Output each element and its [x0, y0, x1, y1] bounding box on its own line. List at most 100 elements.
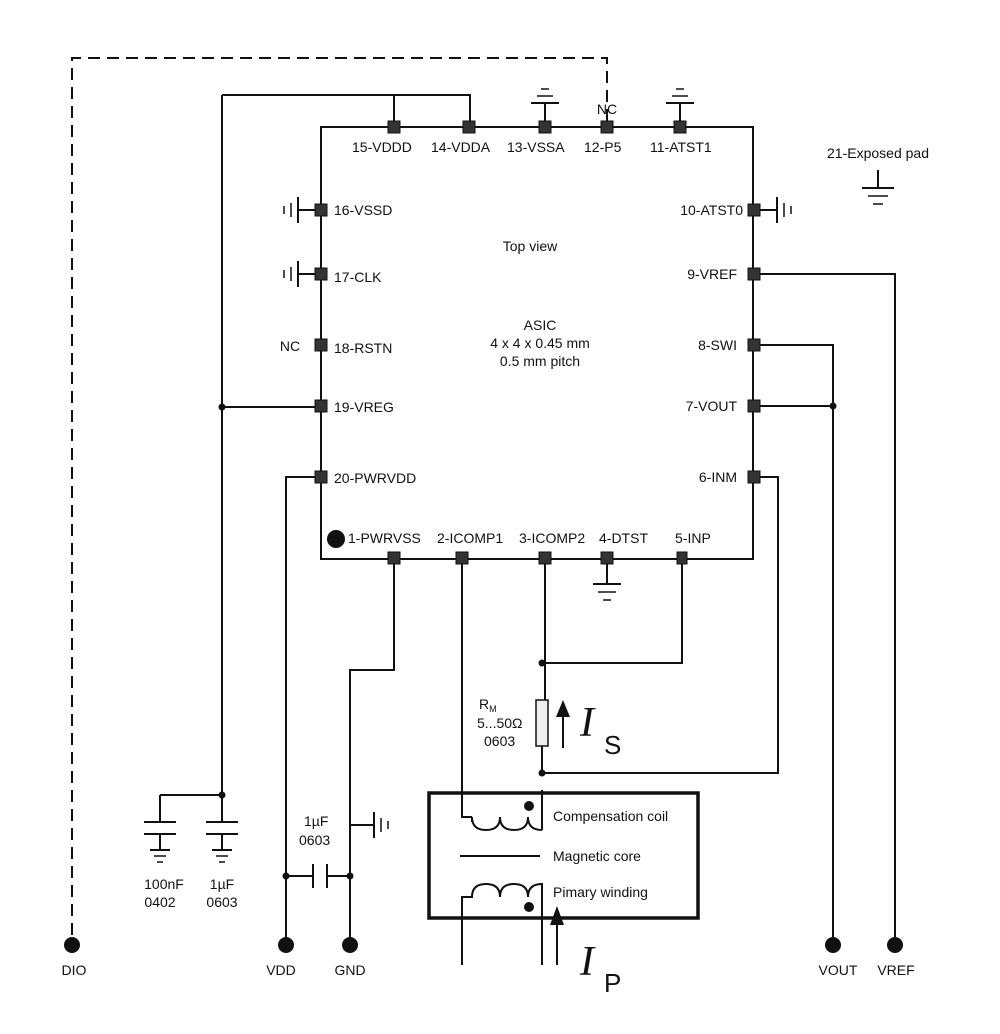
terminal-vdd [278, 937, 294, 953]
junction-gnd [346, 872, 354, 880]
pin-8-label: 8-SWI [698, 337, 737, 353]
pin-18-label: 18-RSTN [334, 340, 392, 356]
pwrvss-wire [349, 564, 395, 945]
comp-coil-label: Compensation coil [553, 808, 668, 824]
primary-label: Pimary winding [553, 884, 648, 900]
cap2-value: 1µF [210, 876, 234, 892]
rm-value: 5...50Ω [477, 715, 523, 731]
rm-package: 0603 [484, 733, 515, 749]
ground-icon-gnd-line [350, 812, 389, 838]
asic-pitch: 0.5 mm pitch [500, 353, 580, 369]
top-view-label: Top view [503, 238, 558, 254]
is-subscript: S [604, 730, 621, 760]
pad-11 [673, 120, 687, 134]
ground-icon-dtst [593, 564, 621, 601]
vref-wire [760, 273, 896, 945]
pad-6 [747, 470, 761, 484]
pin-3-label: 3-ICOMP2 [519, 530, 585, 546]
is-arrow-icon [556, 700, 570, 748]
cap2-symbol [206, 821, 238, 863]
junction-inp [538, 659, 546, 667]
pin-13-label: 13-VSSA [507, 139, 565, 155]
cap1-symbol [144, 821, 176, 863]
comp-coil-dot [524, 801, 534, 811]
pwrvdd-wire [285, 476, 315, 945]
terminal-gnd-label: GND [334, 962, 365, 978]
pin-5-label: 5-INP [675, 530, 711, 546]
inp-wire [542, 564, 683, 664]
cap3-package: 0603 [299, 832, 330, 848]
pad-5 [676, 551, 688, 565]
pin-1-label: 1-PWRVSS [348, 530, 421, 546]
pin-17-label: 17-CLK [334, 269, 382, 285]
nc-label-left: NC [280, 338, 300, 354]
asic-size: 4 x 4 x 0.45 mm [490, 335, 590, 351]
cap2-package: 0603 [206, 894, 237, 910]
ground-icon-vssa [531, 88, 559, 121]
rm-label: RM [479, 696, 497, 714]
pin-19-label: 19-VREG [334, 399, 394, 415]
terminal-vref-label: VREF [877, 962, 914, 978]
exposed-pad-label: 21-Exposed pad [827, 145, 929, 161]
pad-9 [747, 267, 761, 281]
ip-arrow-icon [550, 906, 564, 965]
vdd-rail-top [222, 94, 471, 121]
pin-6-label: 6-INM [699, 469, 737, 485]
pad-19 [314, 399, 328, 413]
ground-icon-vssd [283, 197, 315, 223]
ground-icon-clk [283, 261, 315, 287]
swi-wire [760, 344, 834, 945]
pin-20-label: 20-PWRVDD [334, 470, 416, 486]
cap3-value: 1µF [304, 813, 328, 829]
junction-vdd [282, 872, 290, 880]
pin-15-label: 15-VDDD [352, 139, 412, 155]
comp-coil-lower [471, 817, 529, 822]
icomp1-wire [461, 564, 472, 818]
pad-16 [314, 203, 328, 217]
pin-9-label: 9-VREF [687, 266, 737, 282]
pad-20 [314, 470, 328, 484]
pad-12 [600, 120, 614, 134]
dio-dashed-wire [71, 57, 608, 945]
ip-symbol: I [579, 939, 596, 985]
pin-4-label: 4-DTST [599, 530, 648, 546]
pin-16-label: 16-VSSD [334, 202, 392, 218]
is-symbol: I [579, 700, 596, 746]
terminal-vref [887, 937, 903, 953]
pad-2 [455, 551, 469, 565]
ground-icon-atst1 [666, 88, 694, 121]
pad-3 [538, 551, 552, 565]
cap1-value: 100nF [144, 876, 184, 892]
terminal-dio-label: DIO [62, 962, 87, 978]
ip-subscript: P [604, 968, 621, 998]
ground-icon-exposed-pad [862, 170, 894, 205]
decoupling-rail [159, 794, 223, 822]
asic-name: ASIC [524, 317, 557, 333]
primary-winding [461, 882, 543, 965]
pad-14 [462, 120, 476, 134]
primary-dot [524, 902, 534, 912]
pin-12-label: 12-P5 [584, 139, 622, 155]
pad-15 [387, 120, 401, 134]
pad-13 [538, 120, 552, 134]
pin1-marker [327, 530, 345, 548]
pad-17 [314, 267, 328, 281]
junction-inm [538, 769, 546, 777]
pad-1 [387, 551, 401, 565]
resistor-rm [535, 699, 549, 747]
junction-decoupling [218, 791, 226, 799]
pad-7 [747, 399, 761, 413]
pin-2-label: 2-ICOMP1 [437, 530, 503, 546]
terminal-dio [64, 937, 80, 953]
terminal-gnd [342, 937, 358, 953]
terminal-vout-label: VOUT [819, 962, 858, 978]
cap1-package: 0402 [144, 894, 175, 910]
compensation-coil [471, 816, 543, 832]
pad-18 [314, 338, 328, 352]
pad-10 [747, 203, 761, 217]
ground-icon-atst0 [760, 197, 792, 223]
pin-14-label: 14-VDDA [431, 139, 491, 155]
sensor-box [427, 791, 700, 920]
pad-8 [747, 338, 761, 352]
